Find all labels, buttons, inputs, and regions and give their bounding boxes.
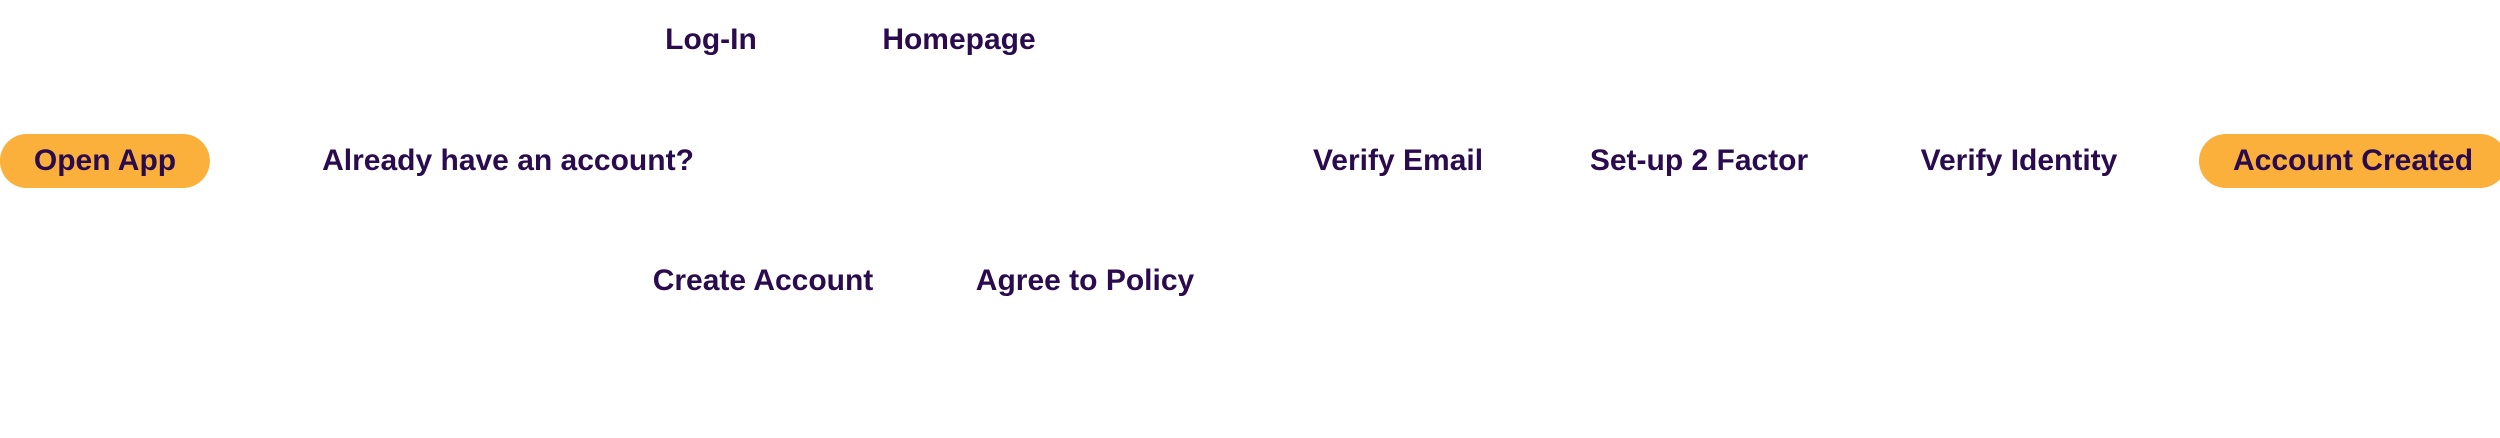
homepage-node: Homepage <box>882 23 1036 56</box>
setup-2-factor-node: Set-up 2 Factor <box>1589 144 1809 177</box>
verify-identity-node: Verify Identity <box>1920 144 2118 177</box>
account-created-node: Account Created <box>2198 134 2500 188</box>
open-app-node: Open App <box>0 134 211 188</box>
agree-to-policy-node: Agree to Policy <box>975 264 1195 297</box>
verify-email-node: Verify Email <box>1312 144 1484 177</box>
log-in-node: Log-In <box>665 23 757 56</box>
create-account-node: Create Account <box>652 264 874 297</box>
already-have-account-decision: Already have an account? <box>322 144 694 177</box>
